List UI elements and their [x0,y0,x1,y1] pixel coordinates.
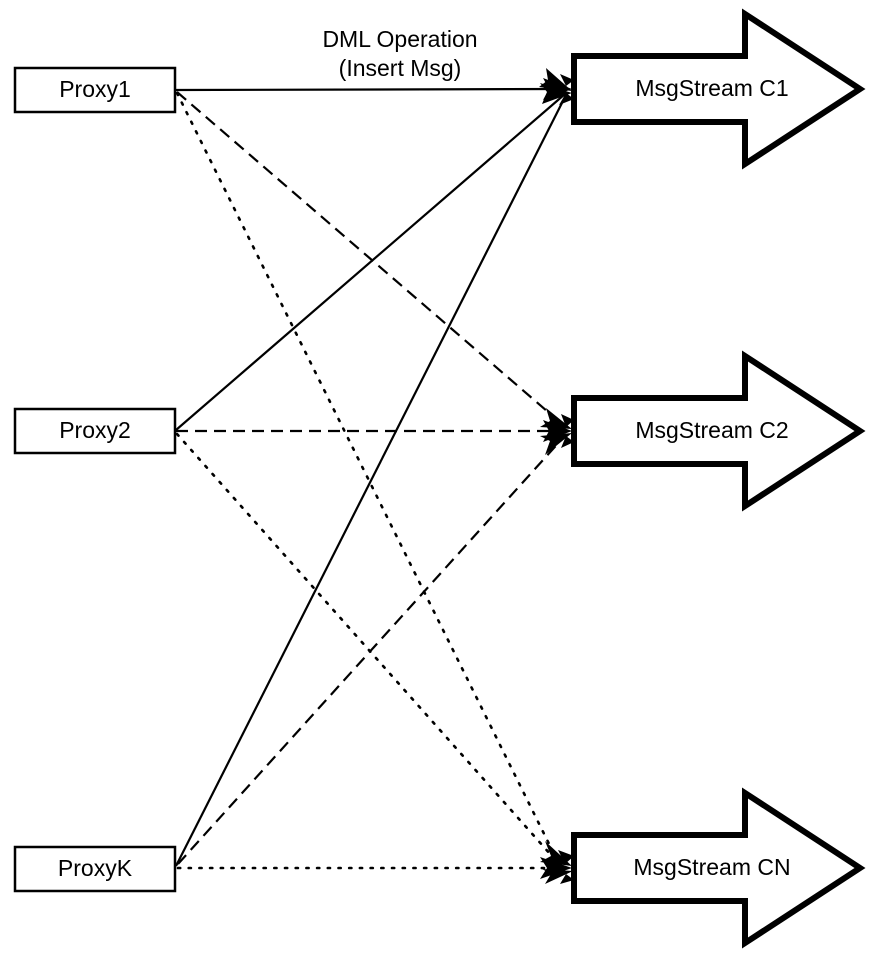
stream-node-c2[interactable]: MsgStream C2 [571,350,866,512]
stream-cn-arrow-shape[interactable] [571,787,866,949]
arrowhead-stream-c2 [540,408,574,455]
proxy-node-proxyk[interactable]: ProxyK [13,845,177,893]
edge-group [174,87,567,870]
edge-label-dml-operation: DML Operation (Insert Msg) [322,26,477,81]
edge-proxyk-to-stream-c2 [177,438,563,865]
edge-proxy2-to-stream-cn [175,432,561,866]
arrowhead-group [539,68,574,884]
edge-proxy1-to-stream-c1 [174,87,567,92]
edge-proxy1-to-stream-cn [175,91,560,864]
stream-c2-label: MsgStream C2 [635,417,788,443]
proxy1-label: Proxy1 [59,76,131,102]
stream-node-c1[interactable]: MsgStream C1 [571,8,866,170]
edge-label-line-1: DML Operation [322,26,477,52]
proxy2-label: Proxy2 [59,417,131,443]
arrowhead-stream-c1 [539,68,574,105]
proxy1-box[interactable] [13,66,177,114]
proxy-node-proxy2[interactable]: Proxy2 [13,407,177,455]
stream-c1-arrow-shape[interactable] [571,8,866,170]
proxy2-box[interactable] [13,407,177,455]
proxy-nodes: Proxy1 Proxy2 ProxyK [13,66,177,893]
stream-cn-label: MsgStream CN [633,854,790,880]
proxyk-label: ProxyK [58,855,133,881]
edge-label-line-2: (Insert Msg) [339,55,462,81]
stream-c2-arrow-shape[interactable] [571,350,866,512]
proxyk-box[interactable] [13,845,177,893]
stream-c1-label: MsgStream C1 [635,75,788,101]
stream-node-cn[interactable]: MsgStream CN [571,787,866,949]
edge-proxy2-to-stream-c1 [175,93,566,431]
proxy-node-proxy1[interactable]: Proxy1 [13,66,177,114]
arrowhead-stream-cn [540,841,574,884]
stream-nodes: MsgStream C1 MsgStream C2 MsgStream CN [571,8,866,949]
edge-proxyk-to-stream-c1 [175,94,567,867]
edge-proxy1-to-stream-c2 [176,91,563,425]
